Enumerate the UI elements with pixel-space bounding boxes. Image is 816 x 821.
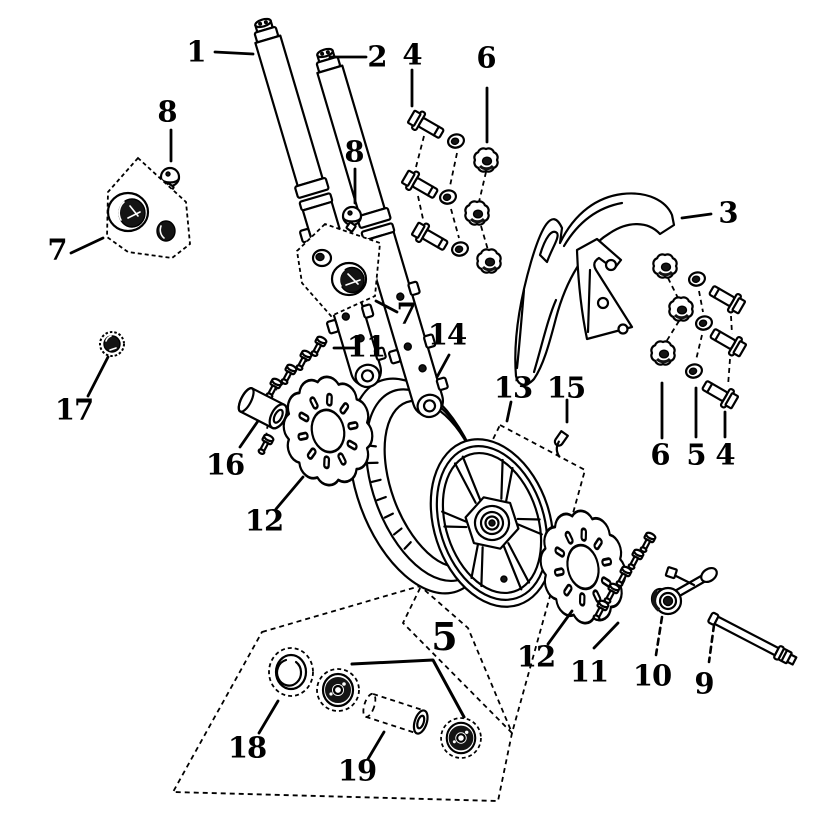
part-callout-13: 13	[493, 370, 533, 405]
bearing-spacer	[362, 692, 429, 735]
part-callout-5: 5	[686, 437, 706, 472]
tire-tread-marks	[365, 444, 412, 550]
part-callout-16: 16	[205, 447, 245, 482]
speedometer-drive	[650, 566, 718, 616]
part-callout-2: 2	[367, 39, 387, 74]
fender-fasteners-right	[649, 252, 749, 413]
dust-seal	[268, 647, 314, 697]
part-callout-19: 19	[337, 753, 377, 788]
part-callout-18: 18	[227, 730, 267, 765]
disc-bolts-right	[590, 530, 658, 623]
fork-cap-assembly-right	[296, 222, 381, 318]
part-callout-5: 5	[431, 614, 457, 659]
part-callout-11: 11	[569, 654, 609, 689]
part-callout-6: 6	[476, 40, 496, 75]
part-callout-9: 9	[694, 666, 714, 701]
part-callout-11: 11	[346, 329, 386, 364]
part-callout-6: 6	[650, 437, 670, 472]
fork-clamp-right	[341, 205, 363, 233]
wheel-rim	[429, 438, 555, 608]
part-callout-4: 4	[715, 437, 735, 472]
front-axle	[707, 611, 798, 666]
part-callout-1: 1	[186, 34, 206, 69]
valve-stem	[553, 430, 569, 458]
steering-nut	[99, 331, 125, 357]
part-callout-17: 17	[54, 392, 94, 427]
part-callout-8: 8	[344, 134, 364, 169]
part-callout-15: 15	[546, 370, 586, 405]
wheel-side-collar	[237, 387, 288, 430]
leader-lines	[69, 50, 727, 761]
part-callout-7: 7	[396, 296, 416, 331]
wheel-bearing-left	[317, 669, 359, 711]
part-callout-14: 14	[427, 317, 467, 352]
part-callout-10: 10	[632, 658, 672, 693]
part-callout-3: 3	[718, 195, 738, 230]
fork-cap-assembly-left	[106, 156, 191, 259]
part-callout-12: 12	[244, 503, 284, 538]
part-callout-7: 7	[47, 232, 67, 267]
part-callout-12: 12	[516, 639, 556, 674]
wheel-hub	[473, 504, 511, 542]
fender-fasteners-top	[399, 106, 503, 275]
front-fender	[514, 192, 676, 386]
fender-bracket	[575, 237, 634, 341]
part-callout-8: 8	[157, 94, 177, 129]
bearing-link-line	[350, 658, 466, 719]
wheel-bearing-right	[441, 718, 481, 758]
wheel-spokes	[441, 455, 543, 591]
part-callout-4: 4	[402, 37, 422, 72]
